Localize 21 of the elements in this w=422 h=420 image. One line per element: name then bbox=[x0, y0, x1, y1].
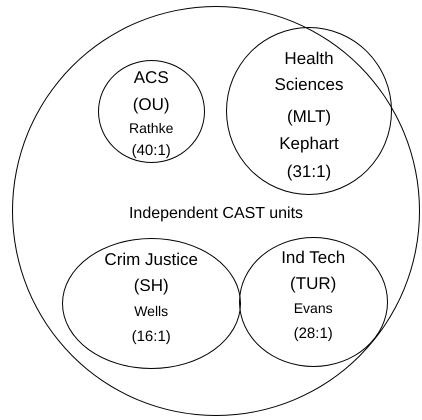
node-label: (OU) bbox=[132, 96, 171, 113]
node-label: (SH) bbox=[132, 276, 170, 294]
node-label: (MLT) bbox=[286, 108, 332, 125]
node-label: Wells bbox=[133, 304, 170, 318]
circle-node bbox=[238, 236, 388, 367]
node-label: Independent CAST units bbox=[128, 206, 304, 222]
node-label: (16:1) bbox=[130, 328, 172, 344]
node-label: (40:1) bbox=[130, 142, 172, 158]
node-label: Crim Justice bbox=[103, 250, 199, 268]
node-label: Evans bbox=[292, 300, 334, 315]
node-label: (28:1) bbox=[292, 326, 334, 341]
circle-node bbox=[98, 60, 205, 163]
circle-node bbox=[62, 238, 241, 369]
circle-node bbox=[12, 6, 420, 416]
node-label: (TUR) bbox=[289, 274, 338, 292]
node-label: (31:1) bbox=[286, 163, 332, 180]
node-label: Kephart bbox=[278, 135, 340, 152]
node-label: ACS bbox=[132, 68, 170, 86]
node-label: Health Sciences bbox=[274, 48, 344, 96]
node-label: Ind Tech bbox=[280, 248, 346, 266]
node-label: Rathke bbox=[128, 120, 174, 135]
